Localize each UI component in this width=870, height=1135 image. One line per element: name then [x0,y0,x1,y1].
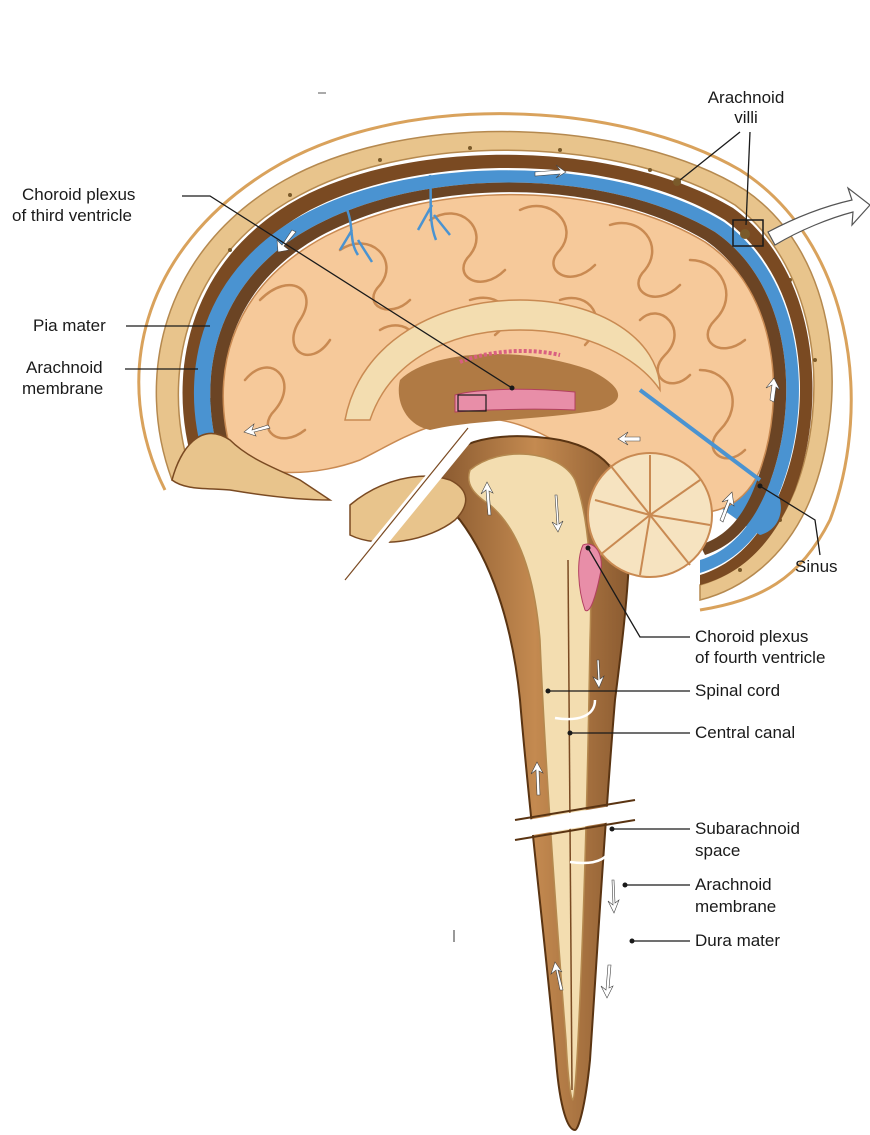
leader-dura-mater-dot [630,939,635,944]
label-central-canal: Central canal [695,723,795,742]
label-choroid-third-line2: of third ventricle [12,206,132,225]
label-pia-mater: Pia mater [33,316,106,335]
label-arachnoid-top-line2: membrane [22,379,103,398]
label-subarachnoid-line1: Subarachnoid [695,819,800,838]
leader-sinus-dot [758,484,763,489]
label-choroid-fourth-line1: Choroid plexus [695,627,808,646]
leader-spinal-cord-dot [546,689,551,694]
label-spinal-cord: Spinal cord [695,681,780,700]
label-arachnoid-bottom-line1: Arachnoid [695,875,772,894]
label-sinus: Sinus [795,557,838,576]
csf-outflow-arrow [768,188,870,245]
leader-arachnoid-bottom-dot [623,883,628,888]
leader-subarachnoid-dot [610,827,615,832]
leader-choroid-third-dot [510,386,515,391]
label-dura-mater: Dura mater [695,931,780,950]
label-choroid-third-line1: Choroid plexus [22,185,135,204]
label-subarachnoid-line2: space [695,841,740,860]
label-arachnoid-top-line1: Arachnoid [26,358,103,377]
leader-choroid-fourth-dot [586,546,591,551]
cerebellum [588,453,712,577]
label-choroid-fourth-line2: of fourth ventricle [695,648,825,667]
leader-central-canal-dot [568,731,573,736]
label-arachnoid-bottom-line2: membrane [695,897,776,916]
choroid-plexus-third-ventricle [455,389,575,412]
label-arachnoid-villi-line1: Arachnoid [708,88,785,107]
label-arachnoid-villi-line2: villi [734,108,758,127]
